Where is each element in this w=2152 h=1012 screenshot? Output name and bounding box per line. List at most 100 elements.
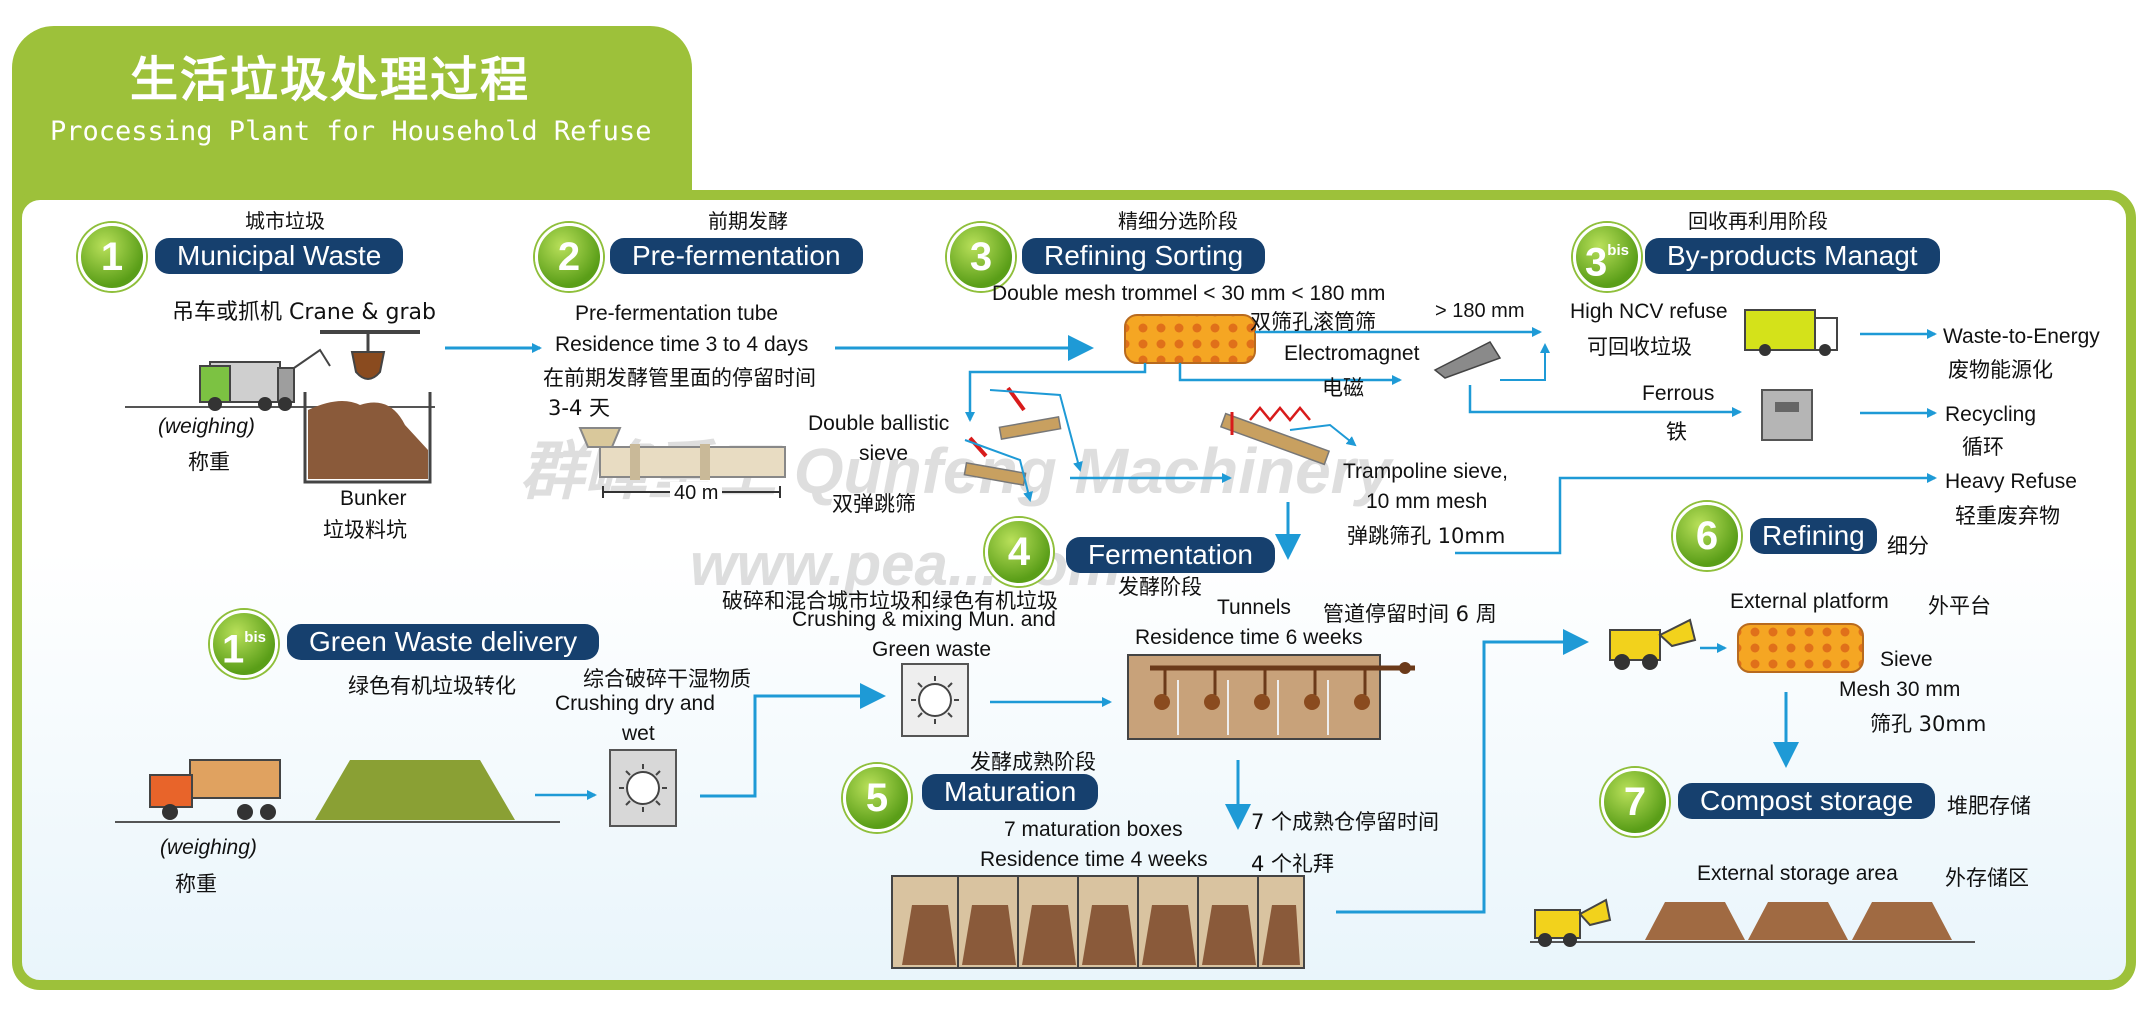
- ncv-label: High NCV refuse: [1570, 300, 1728, 323]
- ferrous-label-cn: 铁: [1666, 420, 1687, 444]
- step-1bis-title-cn: 绿色有机垃圾转化: [348, 674, 516, 698]
- step-5-title-cn: 发酵成熟阶段: [970, 750, 1096, 774]
- maturation-residence-label: Residence time 4 weeks: [980, 848, 1208, 871]
- length-label: 40 m: [670, 482, 723, 505]
- step-1bis-title: Green Waste delivery: [287, 624, 600, 660]
- weighing-label-cn: 称重: [188, 450, 230, 474]
- ballistic-sieve-icon: [963, 386, 1062, 486]
- crushing-label-cn: 综合破碎干湿物质: [583, 667, 751, 691]
- electromagnet-label: Electromagnet: [1284, 342, 1420, 365]
- pre-fermentation-tube-label: Pre-fermentation tube: [575, 302, 779, 325]
- tunnels-residence-label: Residence time 6 weeks: [1135, 626, 1363, 649]
- page-title-en: Processing Plant for Household Refuse: [50, 116, 652, 147]
- tunnels-label: Tunnels: [1217, 596, 1291, 619]
- step-6-title: Refining: [1750, 518, 1877, 554]
- wte-label-cn: 废物能源化: [1948, 358, 2053, 382]
- crane-label: 吊车或抓机 Crane & grab: [172, 300, 436, 325]
- bunker-label: Bunker: [340, 487, 407, 510]
- recycling-label-cn: 循环: [1962, 435, 2004, 459]
- step-4-badge: 4: [985, 518, 1053, 586]
- trampoline-mesh-label: 10 mm mesh: [1366, 490, 1488, 513]
- recycling-label: Recycling: [1945, 403, 2037, 426]
- step-3bis-title-cn: 回收再利用阶段: [1688, 209, 1828, 233]
- days-label-cn: 3-4 天: [548, 396, 610, 420]
- bunker-icon: [303, 392, 432, 484]
- weighing-label: (weighing): [158, 415, 255, 438]
- tunnels-icon: [1127, 654, 1415, 740]
- weighing-label-2-cn: 称重: [175, 872, 217, 896]
- mixing-label-2: Green waste: [872, 638, 992, 661]
- bunker-label-cn: 垃圾料坑: [323, 518, 407, 542]
- crushing-label: Crushing dry and: [555, 692, 715, 715]
- heavy-refuse-label: Heavy Refuse: [1945, 470, 2077, 493]
- pre-fermentation-tube-icon: [578, 427, 786, 498]
- step-7-title: Compost storage: [1678, 783, 1936, 819]
- tunnels-label-cn: 管道停留时间 6 周: [1323, 602, 1497, 626]
- trampoline-sieve-label: Trampoline sieve,: [1343, 460, 1508, 483]
- ncv-label-cn: 可回收垃圾: [1587, 335, 1692, 359]
- mesh-label-cn: 筛孔 30mm: [1870, 712, 1987, 736]
- ballistic-sieve-label-cn: 双弹跳筛: [832, 492, 916, 516]
- page-title-cn: 生活垃圾处理过程: [130, 52, 531, 108]
- gt180-label: > 180 mm: [1435, 300, 1525, 322]
- compost-piles-icon: [1645, 902, 1952, 940]
- trampoline-sieve-icon: [1219, 406, 1331, 466]
- maturation-boxes-label: 7 maturation boxes: [1004, 818, 1183, 841]
- trampoline-sieve-label-cn: 弹跳筛孔 10mm: [1347, 524, 1506, 548]
- step-3-title-cn: 精细分选阶段: [1118, 209, 1238, 233]
- mixing-label-cn: 破碎和混合城市垃圾和绿色有机垃圾: [722, 589, 1058, 613]
- weighing-label-2: (weighing): [160, 836, 257, 859]
- loader-icon: [1609, 618, 1697, 670]
- step-2-title-cn: 前期发酵: [708, 209, 788, 233]
- step-3bis-badge: 3bis: [1573, 223, 1641, 291]
- residence-label: Residence time 3 to 4 days: [555, 333, 809, 356]
- step-1-title: Municipal Waste: [155, 238, 404, 274]
- maturation-weeks-label-cn: 4 个礼拜: [1251, 852, 1335, 876]
- garbage-truck-icon: [199, 348, 331, 411]
- ballistic-sieve-label: Double ballistic: [808, 412, 950, 435]
- step-4-title: Fermentation: [1066, 537, 1275, 573]
- external-storage-label-cn: 外存储区: [1945, 866, 2029, 890]
- loader-icon-2: [1534, 898, 1612, 947]
- maturation-boxes-icon: [891, 875, 1305, 969]
- step-2-title: Pre-fermentation: [610, 238, 863, 274]
- step-1-title-cn: 城市垃圾: [245, 209, 325, 233]
- heavy-refuse-label-cn: 轻重废弃物: [1955, 504, 2060, 528]
- ferrous-label: Ferrous: [1642, 382, 1715, 405]
- step-5-title: Maturation: [922, 774, 1099, 810]
- crusher-icon: [609, 749, 677, 827]
- mixer-icon: [901, 663, 969, 737]
- maturation-boxes-label-cn: 7 个成熟仓停留时间: [1251, 810, 1440, 834]
- crushing-label-2: wet: [622, 722, 655, 745]
- step-3-title: Refining Sorting: [1022, 238, 1266, 274]
- mixing-label: Crushing & mixing Mun. and: [792, 608, 1056, 631]
- sieve-icon: [1737, 623, 1864, 673]
- external-storage-label: External storage area: [1697, 862, 1898, 885]
- mesh-label: Mesh 30 mm: [1839, 678, 1961, 701]
- ferrous-bin-icon: [1761, 389, 1813, 441]
- crane-grab-icon: [320, 330, 420, 380]
- step-5-badge: 5: [843, 764, 911, 832]
- trommel-icon: [1124, 314, 1256, 364]
- trommel-label-cn: 双筛孔滚筒筛: [1250, 310, 1376, 334]
- step-3-badge: 3: [947, 223, 1015, 291]
- trommel-label: Double mesh trommel < 30 mm < 180 mm: [992, 282, 1386, 305]
- external-platform-label: External platform: [1730, 590, 1889, 613]
- electromagnet-icon: [1433, 341, 1502, 379]
- wte-label: Waste-to-Energy: [1943, 325, 2100, 348]
- step-2-badge: 2: [535, 223, 603, 291]
- step-7-title-cn: 堆肥存储: [1947, 794, 2031, 818]
- electromagnet-label-cn: 电磁: [1322, 376, 1364, 400]
- green-waste-pile-icon: [315, 760, 515, 820]
- step-6-badge: 6: [1673, 502, 1741, 570]
- residence-label-cn: 在前期发酵管里面的停留时间: [543, 366, 816, 390]
- step-4-title-cn: 发酵阶段: [1118, 575, 1202, 599]
- step-7-badge: 7: [1601, 768, 1669, 836]
- step-1-badge: 1: [78, 223, 146, 291]
- external-platform-label-cn: 外平台: [1928, 594, 1991, 618]
- sieve-label: Sieve: [1880, 648, 1933, 671]
- step-6-title-cn: 细分: [1887, 534, 1929, 558]
- ballistic-sieve-label-2: sieve: [859, 442, 909, 465]
- green-waste-truck-icon: [149, 759, 281, 820]
